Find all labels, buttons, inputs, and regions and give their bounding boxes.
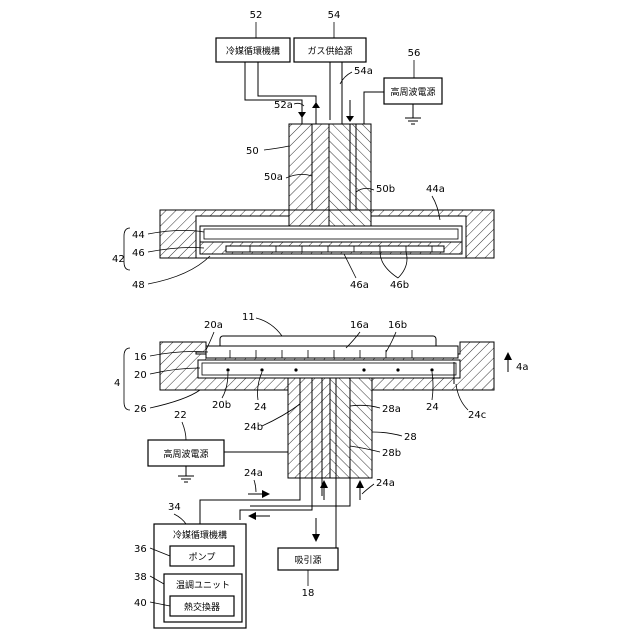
ref-11: 11: [242, 312, 255, 323]
ref-54a: 54a: [354, 66, 373, 77]
ref-18: 18: [302, 588, 315, 599]
ref-24b: 24b: [244, 422, 263, 433]
ref-28b: 28b: [382, 448, 401, 459]
ref-50a: 50a: [264, 172, 283, 183]
ref-42: 42: [112, 254, 125, 265]
ref-20b: 20b: [212, 400, 231, 411]
ref-16: 16: [134, 352, 147, 363]
ref-44: 44: [132, 230, 145, 241]
suction-source-label: 吸引源: [294, 555, 321, 566]
ref-46: 46: [132, 248, 145, 259]
ref-26: 26: [134, 404, 147, 415]
ref-36: 36: [134, 544, 147, 555]
ref-16b: 16b: [388, 320, 407, 331]
ref-46a: 46a: [350, 280, 369, 291]
ref-34: 34: [168, 502, 181, 513]
ref-24a-left: 24a: [244, 468, 263, 479]
electrode-44: [200, 226, 462, 242]
ref-16a: 16a: [350, 320, 369, 331]
upper-assembly: 冷媒循環機構 ガス供給源 高周波電源: [112, 10, 494, 291]
temp-unit-label: 温調ユニット: [176, 579, 230, 591]
gas-supply-label: ガス供給源: [307, 45, 352, 57]
ref-4: 4: [114, 378, 120, 389]
ref-40: 40: [134, 598, 147, 609]
pump-label: ポンプ: [189, 552, 216, 563]
ref-24a-right: 24a: [376, 478, 395, 489]
plate-16: [206, 346, 458, 358]
heat-exchanger-label: 熱交換器: [184, 601, 220, 613]
ref-52: 52: [250, 10, 263, 21]
ref-48: 48: [132, 280, 145, 291]
ref-50: 50: [246, 146, 259, 157]
ref-28: 28: [404, 432, 417, 443]
ref-46b: 46b: [390, 280, 409, 291]
ref-56: 56: [408, 48, 421, 59]
ref-52a: 52a: [274, 100, 293, 111]
ref-44a: 44a: [426, 184, 445, 195]
ref-24c: 24c: [468, 410, 486, 421]
ref-54: 54: [328, 10, 341, 21]
upper-rf-label: 高周波電源: [390, 86, 435, 98]
lower-shaft-left: [288, 378, 330, 478]
ref-4a: 4a: [516, 362, 529, 373]
lower-rf-label: 高周波電源: [163, 448, 208, 460]
ref-24: 24: [254, 402, 267, 413]
upper-coolant-label: 冷媒循環機構: [226, 45, 280, 57]
ref-20: 20: [134, 370, 147, 381]
chiller-title: 冷媒循環機構: [173, 529, 227, 541]
ref-20a: 20a: [204, 320, 223, 331]
ref-38: 38: [134, 572, 147, 583]
lower-assembly: 高周波電源 吸引源 冷媒循環機構 ポンプ 温調ユニット 熱交換器 11 16a …: [114, 312, 529, 628]
ref-50b: 50b: [376, 184, 395, 195]
ref-22: 22: [174, 410, 187, 421]
ref-28a: 28a: [382, 404, 401, 415]
ref-24-right: 24: [426, 402, 439, 413]
